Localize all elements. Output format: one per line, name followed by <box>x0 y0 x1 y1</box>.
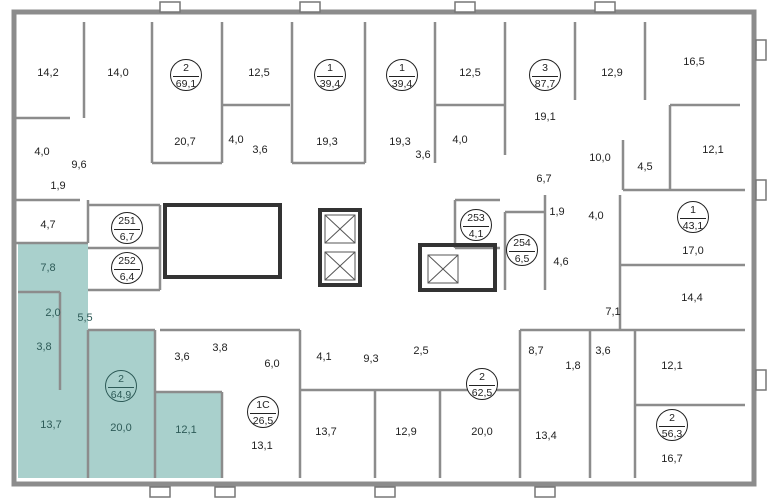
storage-area: 6,5 <box>509 250 535 265</box>
room-area: 3,6 <box>415 149 431 161</box>
rooms-count: 2 <box>118 373 124 385</box>
storage-area: 4,1 <box>463 225 489 240</box>
room-area: 1,8 <box>565 360 581 372</box>
total-area: 69,1 <box>173 75 199 90</box>
room-area: 4,0 <box>228 134 244 146</box>
rooms-count: 1С <box>256 399 270 411</box>
total-area: 26,5 <box>250 412 276 427</box>
rooms-count: 2 <box>183 62 189 74</box>
room-area: 6,0 <box>264 358 280 370</box>
room-area: 5,5 <box>77 312 93 324</box>
room-area: 19,1 <box>534 111 556 123</box>
total-area: 39,4 <box>389 75 415 90</box>
rooms-count: 2 <box>479 371 485 383</box>
room-area: 13,7 <box>40 419 62 431</box>
room-area: 7,1 <box>605 306 621 318</box>
room-area: 2,5 <box>413 345 429 357</box>
storage-number: 253 <box>467 212 485 224</box>
total-area: 64,9 <box>108 386 134 401</box>
storage-number: 251 <box>118 215 136 227</box>
total-area: 87,7 <box>532 75 558 90</box>
room-area: 4,7 <box>40 219 56 231</box>
room-area: 10,0 <box>589 152 611 164</box>
room-area: 14,2 <box>37 67 59 79</box>
room-area: 13,4 <box>535 430 557 442</box>
room-area: 19,3 <box>316 136 338 148</box>
total-area: 56,3 <box>659 425 685 440</box>
room-area: 9,3 <box>363 353 379 365</box>
room-area: 12,1 <box>702 144 724 156</box>
room-area: 2,0 <box>45 307 61 319</box>
room-area: 20,7 <box>174 136 196 148</box>
room-area: 3,6 <box>595 345 611 357</box>
room-area: 13,1 <box>251 440 273 452</box>
room-area: 14,0 <box>107 67 129 79</box>
room-area: 13,7 <box>315 426 337 438</box>
room-area: 6,7 <box>536 173 552 185</box>
room-area: 12,9 <box>395 426 417 438</box>
room-area: 12,1 <box>175 424 197 436</box>
room-area: 17,0 <box>682 245 704 257</box>
room-area: 3,6 <box>174 351 190 363</box>
elevator-icons <box>324 214 459 284</box>
room-area: 4,5 <box>637 161 653 173</box>
room-area: 12,1 <box>661 360 683 372</box>
window-icons <box>149 1 767 498</box>
room-area: 3,6 <box>252 144 268 156</box>
room-area: 12,5 <box>459 67 481 79</box>
rooms-count: 1 <box>399 62 405 74</box>
storage-number: 254 <box>513 237 531 249</box>
room-area: 7,8 <box>40 262 56 274</box>
storage-area: 6,7 <box>114 228 140 243</box>
room-area: 9,6 <box>71 159 87 171</box>
room-area: 4,0 <box>452 134 468 146</box>
rooms-count: 1 <box>690 204 696 216</box>
room-area: 14,4 <box>681 292 703 304</box>
room-area: 19,3 <box>389 136 411 148</box>
rooms-count: 2 <box>669 412 675 424</box>
room-area: 3,8 <box>212 342 228 354</box>
room-area: 4,6 <box>553 256 569 268</box>
room-area: 20,0 <box>471 426 493 438</box>
room-area: 3,8 <box>36 341 52 353</box>
total-area: 62,5 <box>469 384 495 399</box>
room-area: 8,7 <box>528 345 544 357</box>
room-area: 20,0 <box>110 422 132 434</box>
room-area: 12,5 <box>248 67 270 79</box>
total-area: 39,4 <box>317 75 343 90</box>
room-area: 1,9 <box>50 180 66 192</box>
room-area: 4,0 <box>34 146 50 158</box>
room-area: 4,1 <box>316 351 332 363</box>
storage-area: 6,4 <box>114 268 140 283</box>
total-area: 43,1 <box>680 217 706 232</box>
rooms-count: 1 <box>327 62 333 74</box>
storage-number: 252 <box>118 255 136 267</box>
selected-apartment[interactable] <box>18 243 222 478</box>
room-area: 12,9 <box>601 67 623 79</box>
room-area: 1,9 <box>549 206 565 218</box>
stair-core <box>163 203 497 292</box>
room-area: 4,0 <box>588 210 604 222</box>
room-area: 16,7 <box>661 453 683 465</box>
rooms-count: 3 <box>542 62 548 74</box>
room-area: 16,5 <box>683 56 705 68</box>
